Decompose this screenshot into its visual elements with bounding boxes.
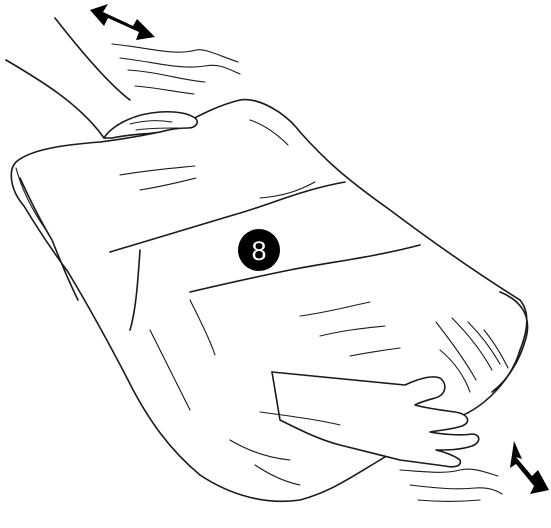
double-arrow-icon-top xyxy=(90,4,155,40)
upper-arm xyxy=(6,18,130,138)
double-arrow-icon-bottom xyxy=(510,441,549,494)
motion-lines-bottom xyxy=(400,469,502,501)
step-number-badge: 8 xyxy=(238,229,280,271)
motion-lines-top xyxy=(112,44,240,94)
step-number: 8 xyxy=(251,236,266,266)
